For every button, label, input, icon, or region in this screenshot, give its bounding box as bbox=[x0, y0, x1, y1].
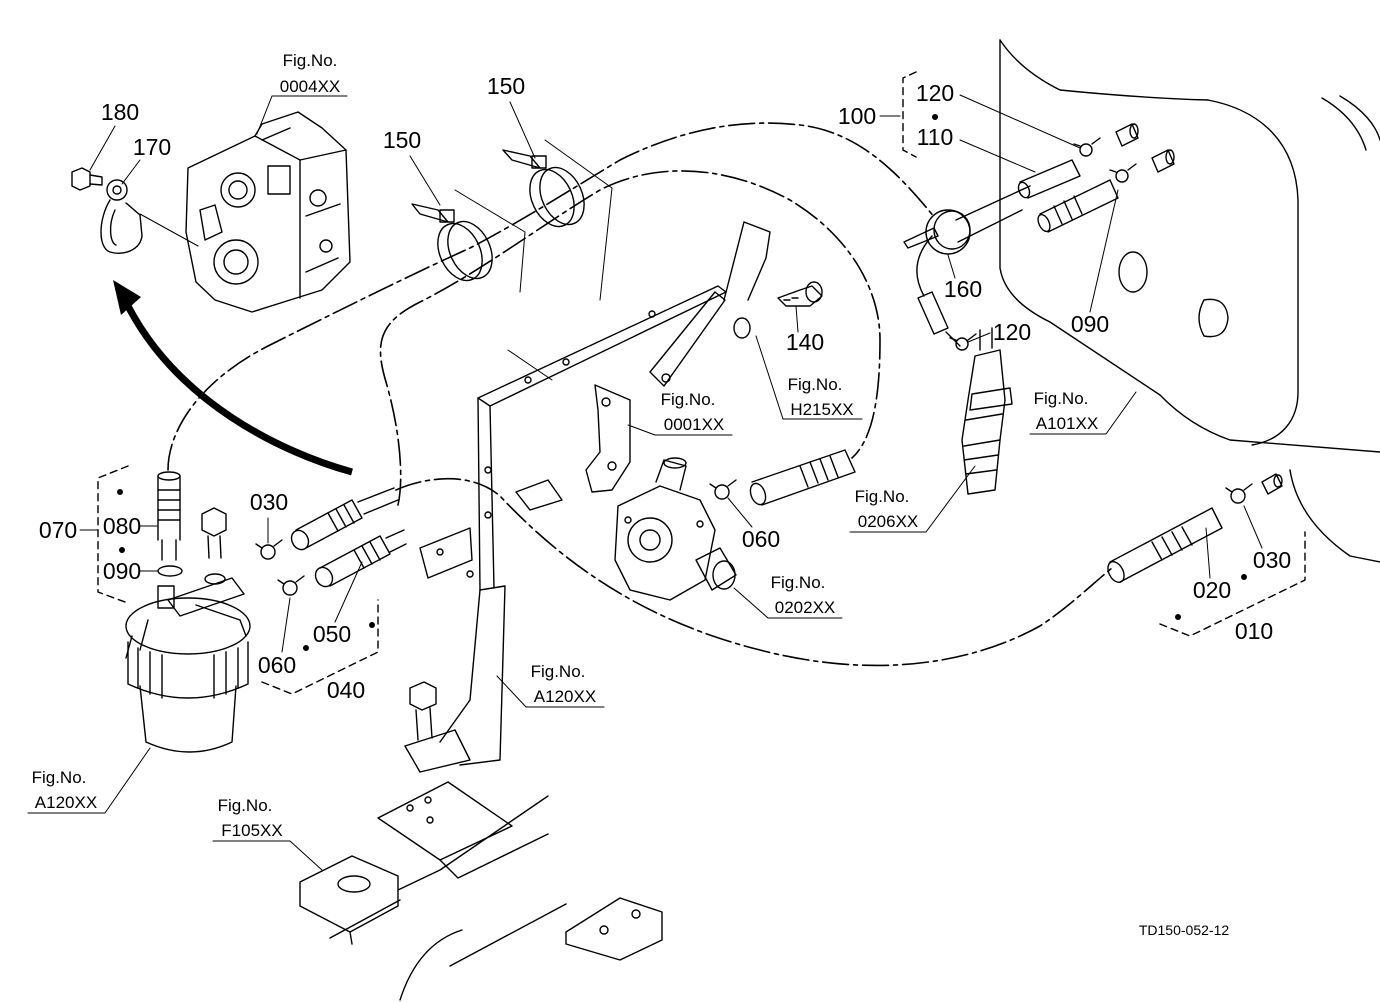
callout-150: 150 bbox=[487, 73, 525, 99]
hose-clip-030 bbox=[255, 539, 283, 560]
callout-150: 150 bbox=[383, 127, 421, 153]
hose-clamp-160 bbox=[903, 209, 971, 255]
fig-ref-label: Fig.No. bbox=[283, 51, 338, 70]
callout-010: 010 bbox=[1235, 618, 1273, 644]
frame bbox=[299, 781, 663, 1001]
fig-ref-code: A120XX bbox=[534, 687, 596, 706]
group-bracket-040 bbox=[261, 599, 379, 695]
fig-ref-label: Fig.No. bbox=[218, 796, 273, 815]
injector bbox=[961, 327, 1013, 495]
fig-ref-code: A120XX bbox=[35, 793, 97, 812]
hose-clip-090 bbox=[157, 565, 183, 577]
callout-060: 060 bbox=[258, 652, 296, 678]
arrowhead-icon bbox=[113, 280, 141, 315]
fig-ref-code: 0202XX bbox=[775, 598, 836, 617]
drawing-id: TD150-052-12 bbox=[1139, 922, 1229, 938]
injector-hose-line bbox=[955, 185, 1031, 243]
fig-ref-label: Fig.No. bbox=[855, 487, 910, 506]
callout-110: 110 bbox=[917, 124, 954, 150]
fig-ref-label: Fig.No. bbox=[1034, 389, 1089, 408]
callout-090: 090 bbox=[103, 558, 141, 584]
fuel-filter bbox=[125, 577, 251, 753]
callout-120: 120 bbox=[993, 319, 1031, 345]
callout-140: 140 bbox=[786, 329, 824, 355]
fig-ref-code: H215XX bbox=[790, 400, 853, 419]
hose-small bbox=[917, 291, 949, 335]
callout-170: 170 bbox=[133, 134, 171, 160]
spacer bbox=[733, 317, 751, 339]
hose-060 bbox=[749, 449, 856, 506]
fig-ref-code: F105XX bbox=[221, 821, 282, 840]
cap-icon bbox=[1115, 123, 1139, 147]
fig-ref-label: Fig.No. bbox=[531, 662, 586, 681]
cap-icon bbox=[1261, 473, 1283, 495]
group-bracket-070 bbox=[97, 465, 129, 603]
hose-clip-060-middle bbox=[709, 479, 737, 500]
leader-lines bbox=[79, 94, 1263, 653]
fuel-pump bbox=[614, 457, 737, 601]
feed-hose-line bbox=[379, 170, 881, 506]
fig-ref-label: Fig.No. bbox=[661, 390, 716, 409]
hose-clip-120-lower bbox=[949, 333, 977, 351]
hose-clamp-150-right bbox=[502, 149, 585, 228]
hose-090 bbox=[1037, 179, 1119, 233]
callout-160: 160 bbox=[944, 276, 982, 302]
group-bracket-100 bbox=[902, 71, 917, 158]
hose-030 bbox=[290, 487, 399, 551]
hose-clip-060 bbox=[277, 575, 305, 596]
fig-ref-label: Fig.No. bbox=[32, 768, 87, 787]
hose-clip-030-right bbox=[1225, 483, 1253, 504]
hose-clamp-150-left bbox=[411, 203, 493, 282]
filter-bolt bbox=[201, 507, 227, 585]
callout-040: 040 bbox=[327, 677, 365, 703]
fig-ref-label: Fig.No. bbox=[788, 375, 843, 394]
callout-120: 120 bbox=[916, 80, 954, 106]
callout-020: 020 bbox=[1193, 577, 1231, 603]
fig-ref-label: Fig.No. bbox=[771, 573, 826, 592]
group-bracket-010 bbox=[1159, 531, 1306, 637]
hose-050 bbox=[314, 529, 407, 588]
hose-clip-090-right bbox=[1109, 163, 1137, 183]
fig-ref-code: 0001XX bbox=[664, 415, 725, 434]
bolt-140 bbox=[777, 281, 823, 307]
callout-030: 030 bbox=[1253, 547, 1291, 573]
support-arm bbox=[515, 221, 771, 511]
hose-020 bbox=[1107, 507, 1223, 583]
callout-090: 090 bbox=[1071, 311, 1109, 337]
callout-060: 060 bbox=[742, 526, 780, 552]
return-hose-line bbox=[167, 122, 936, 471]
fig-ref-code: A101XX bbox=[1036, 414, 1098, 433]
hose-110 bbox=[1017, 159, 1081, 199]
hose-clip-120-upper bbox=[1073, 137, 1101, 157]
callout-070: 070 bbox=[39, 517, 77, 543]
cap-icon bbox=[1151, 149, 1175, 173]
fig-ref-code: 0004XX bbox=[280, 77, 341, 96]
callout-180: 180 bbox=[101, 99, 139, 125]
direction-arrow bbox=[124, 304, 353, 476]
supply-hose-line bbox=[395, 478, 1113, 667]
bolt-icon bbox=[409, 681, 437, 741]
mount-leader bbox=[139, 213, 199, 247]
engine-block bbox=[185, 111, 351, 313]
group-dots bbox=[117, 114, 1247, 651]
clamp-guide-lines bbox=[454, 139, 613, 381]
fig-ref-leaders bbox=[27, 95, 1137, 871]
fig-ref-code: 0206XX bbox=[858, 512, 919, 531]
fuel-tank bbox=[999, 39, 1380, 563]
callout-030: 030 bbox=[250, 489, 288, 515]
bolt-icon bbox=[71, 167, 103, 191]
wire-clamp-170 bbox=[100, 179, 143, 254]
hose-080 bbox=[157, 471, 181, 561]
callout-100: 100 bbox=[838, 103, 876, 129]
callout-080: 080 bbox=[103, 513, 141, 539]
callout-050: 050 bbox=[313, 621, 351, 647]
